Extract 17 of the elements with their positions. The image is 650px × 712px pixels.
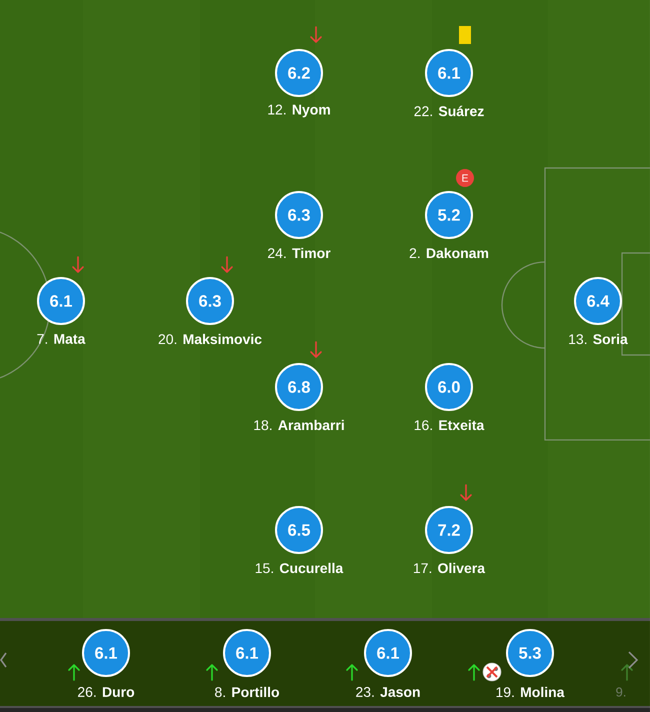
player-name: 2. Dakonam: [410, 248, 488, 258]
player-name: 20. Maksimovic: [158, 334, 262, 344]
player-name: 13. Soria: [569, 334, 628, 344]
player-name: 16. Etxeita: [414, 420, 484, 430]
player-number: 9.: [616, 687, 626, 697]
player-name: 24. Timor: [268, 248, 330, 258]
player-name: 15. Cucurella: [256, 562, 344, 574]
player-name: 7. Mata: [37, 334, 86, 344]
player-name: 8. Portillo: [215, 686, 279, 698]
player-name: 18. Arambarri: [254, 420, 344, 430]
player-name: 12. Nyom: [268, 104, 330, 118]
player-name: 17. Olivera: [414, 562, 486, 574]
player-name: 19. Molina: [496, 686, 565, 698]
player-name: 22. Suárez: [414, 106, 484, 116]
player-name: 23. Jason: [356, 687, 420, 697]
letter-badge: E: [456, 169, 474, 187]
player-name: 26. Duro: [78, 687, 134, 697]
